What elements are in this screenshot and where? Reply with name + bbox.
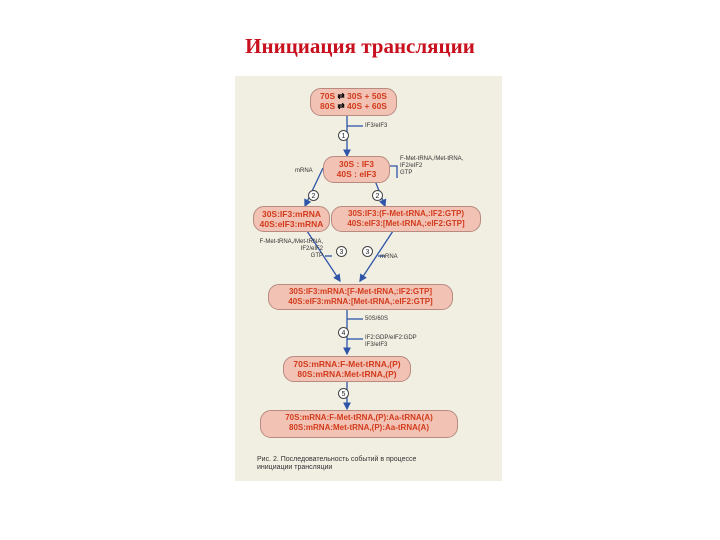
subunits-prokaryote-label: 30S + 50S <box>347 91 387 101</box>
initiator-factors-right: F-Met-tRNA,/Met-tRNA, IF2/eIF2 GTP <box>400 156 463 177</box>
equilibrium-icon: ⇄ <box>337 101 345 111</box>
preinitiation-complex-box: 30S:IF3:mRNA:[F-Met-tRNA,:IF2:GTP] 40S:e… <box>268 284 453 310</box>
released-gdp-factors-label: IF2:GDP/eIF2:GDP <box>365 335 417 341</box>
box3a-line-2: 40S:eIF3:mRNA <box>259 219 324 229</box>
box6-line-2: 80S:mRNA:Met-tRNA,(P):Aa-tRNA(A) <box>289 423 429 432</box>
mrna-input-label-left: mRNA <box>295 168 313 174</box>
figure-caption: Рис. 2. Последовательность событий в про… <box>257 456 416 472</box>
gtp-label: GTP <box>310 253 323 259</box>
mrna-input-label-right: mRNA <box>380 254 398 260</box>
subunits-eukaryote-label: 40S + 60S <box>347 101 387 111</box>
initiator-trna-label: F-Met-tRNA,/Met-tRNA, <box>259 239 323 245</box>
box4-line-1: 30S:IF3:mRNA:[F-Met-tRNA,:IF2:GTP] <box>288 287 433 296</box>
trna-complex-box: 30S:IF3:(F-Met-tRNA,:IF2:GTP) 40S:eIF3:[… <box>331 206 481 232</box>
large-subunit-input-label: 50S/60S <box>365 316 389 322</box>
gtp-label: GTP <box>400 170 413 176</box>
step-2a-marker: 2 <box>308 190 319 201</box>
initiator-trna-label: F-Met-tRNA,/Met-tRNA, <box>400 156 464 162</box>
ribosome-dissociation-box: 70S ⇄ 30S + 50S 80S ⇄ 40S + 60S <box>310 88 397 116</box>
step-2b-marker: 2 <box>372 190 383 201</box>
caption-line-1: Рис. 2. Последовательность событий в про… <box>257 456 417 463</box>
mrna-complex-box: 30S:IF3:mRNA 40S:eIF3:mRNA <box>253 206 330 232</box>
ribosome-70s-label: 70S <box>320 91 336 101</box>
box4-line-2: 40S:eIF3:mRNA:[Met-tRNA,:eIF2:GTP] <box>288 297 433 306</box>
initiation-complex-box: 70S:mRNA:F-Met-tRNA,(P) 80S:mRNA:Met-tRN… <box>283 356 411 382</box>
released-if3-label: IF3/eIF3 <box>365 342 388 348</box>
if2-label: IF2/eIF2 <box>300 246 323 252</box>
box3b-line-1: 30S:IF3:(F-Met-tRNA,:IF2:GTP) <box>348 209 464 218</box>
initiator-factors-left: F-Met-tRNA,/Met-tRNA, IF2/eIF2 GTP <box>241 239 323 260</box>
caption-line-2: инициации трансляции <box>257 464 333 471</box>
step-5-marker: 5 <box>338 388 349 399</box>
box5-line-1: 70S:mRNA:F-Met-tRNA,(P) <box>293 359 401 369</box>
box6-line-1: 70S:mRNA:F-Met-tRNA,(P):Aa-tRNA(A) <box>285 413 433 422</box>
box5-line-2: 80S:mRNA:Met-tRNA,(P) <box>297 369 397 379</box>
step-3a-marker: 3 <box>336 246 347 257</box>
equilibrium-icon: ⇄ <box>337 91 345 101</box>
box3a-line-1: 30S:IF3:mRNA <box>261 209 322 219</box>
ribosome-80s-label: 80S <box>320 101 336 111</box>
if2-label: IF2/eIF2 <box>400 163 423 169</box>
small-subunit-if3-box: 30S : IF3 40S : eIF3 <box>323 156 390 183</box>
box3b-line-2: 40S:eIF3:[Met-tRNA,:eIF2:GTP] <box>347 219 465 228</box>
step-4-marker: 4 <box>338 327 349 338</box>
step-1-marker: 1 <box>338 130 349 141</box>
translation-initiation-diagram: 70S ⇄ 30S + 50S 80S ⇄ 40S + 60S 1 IF3/eI… <box>235 76 502 481</box>
step-3b-marker: 3 <box>362 246 373 257</box>
aminoacyl-trna-complex-box: 70S:mRNA:F-Met-tRNA,(P):Aa-tRNA(A) 80S:m… <box>260 410 458 438</box>
slide-title: Инициация трансляции <box>245 34 475 58</box>
box2-line-1: 30S : IF3 <box>339 159 374 169</box>
step-1-factor-label: IF3/eIF3 <box>365 123 388 129</box>
box2-line-2: 40S : eIF3 <box>336 169 377 179</box>
